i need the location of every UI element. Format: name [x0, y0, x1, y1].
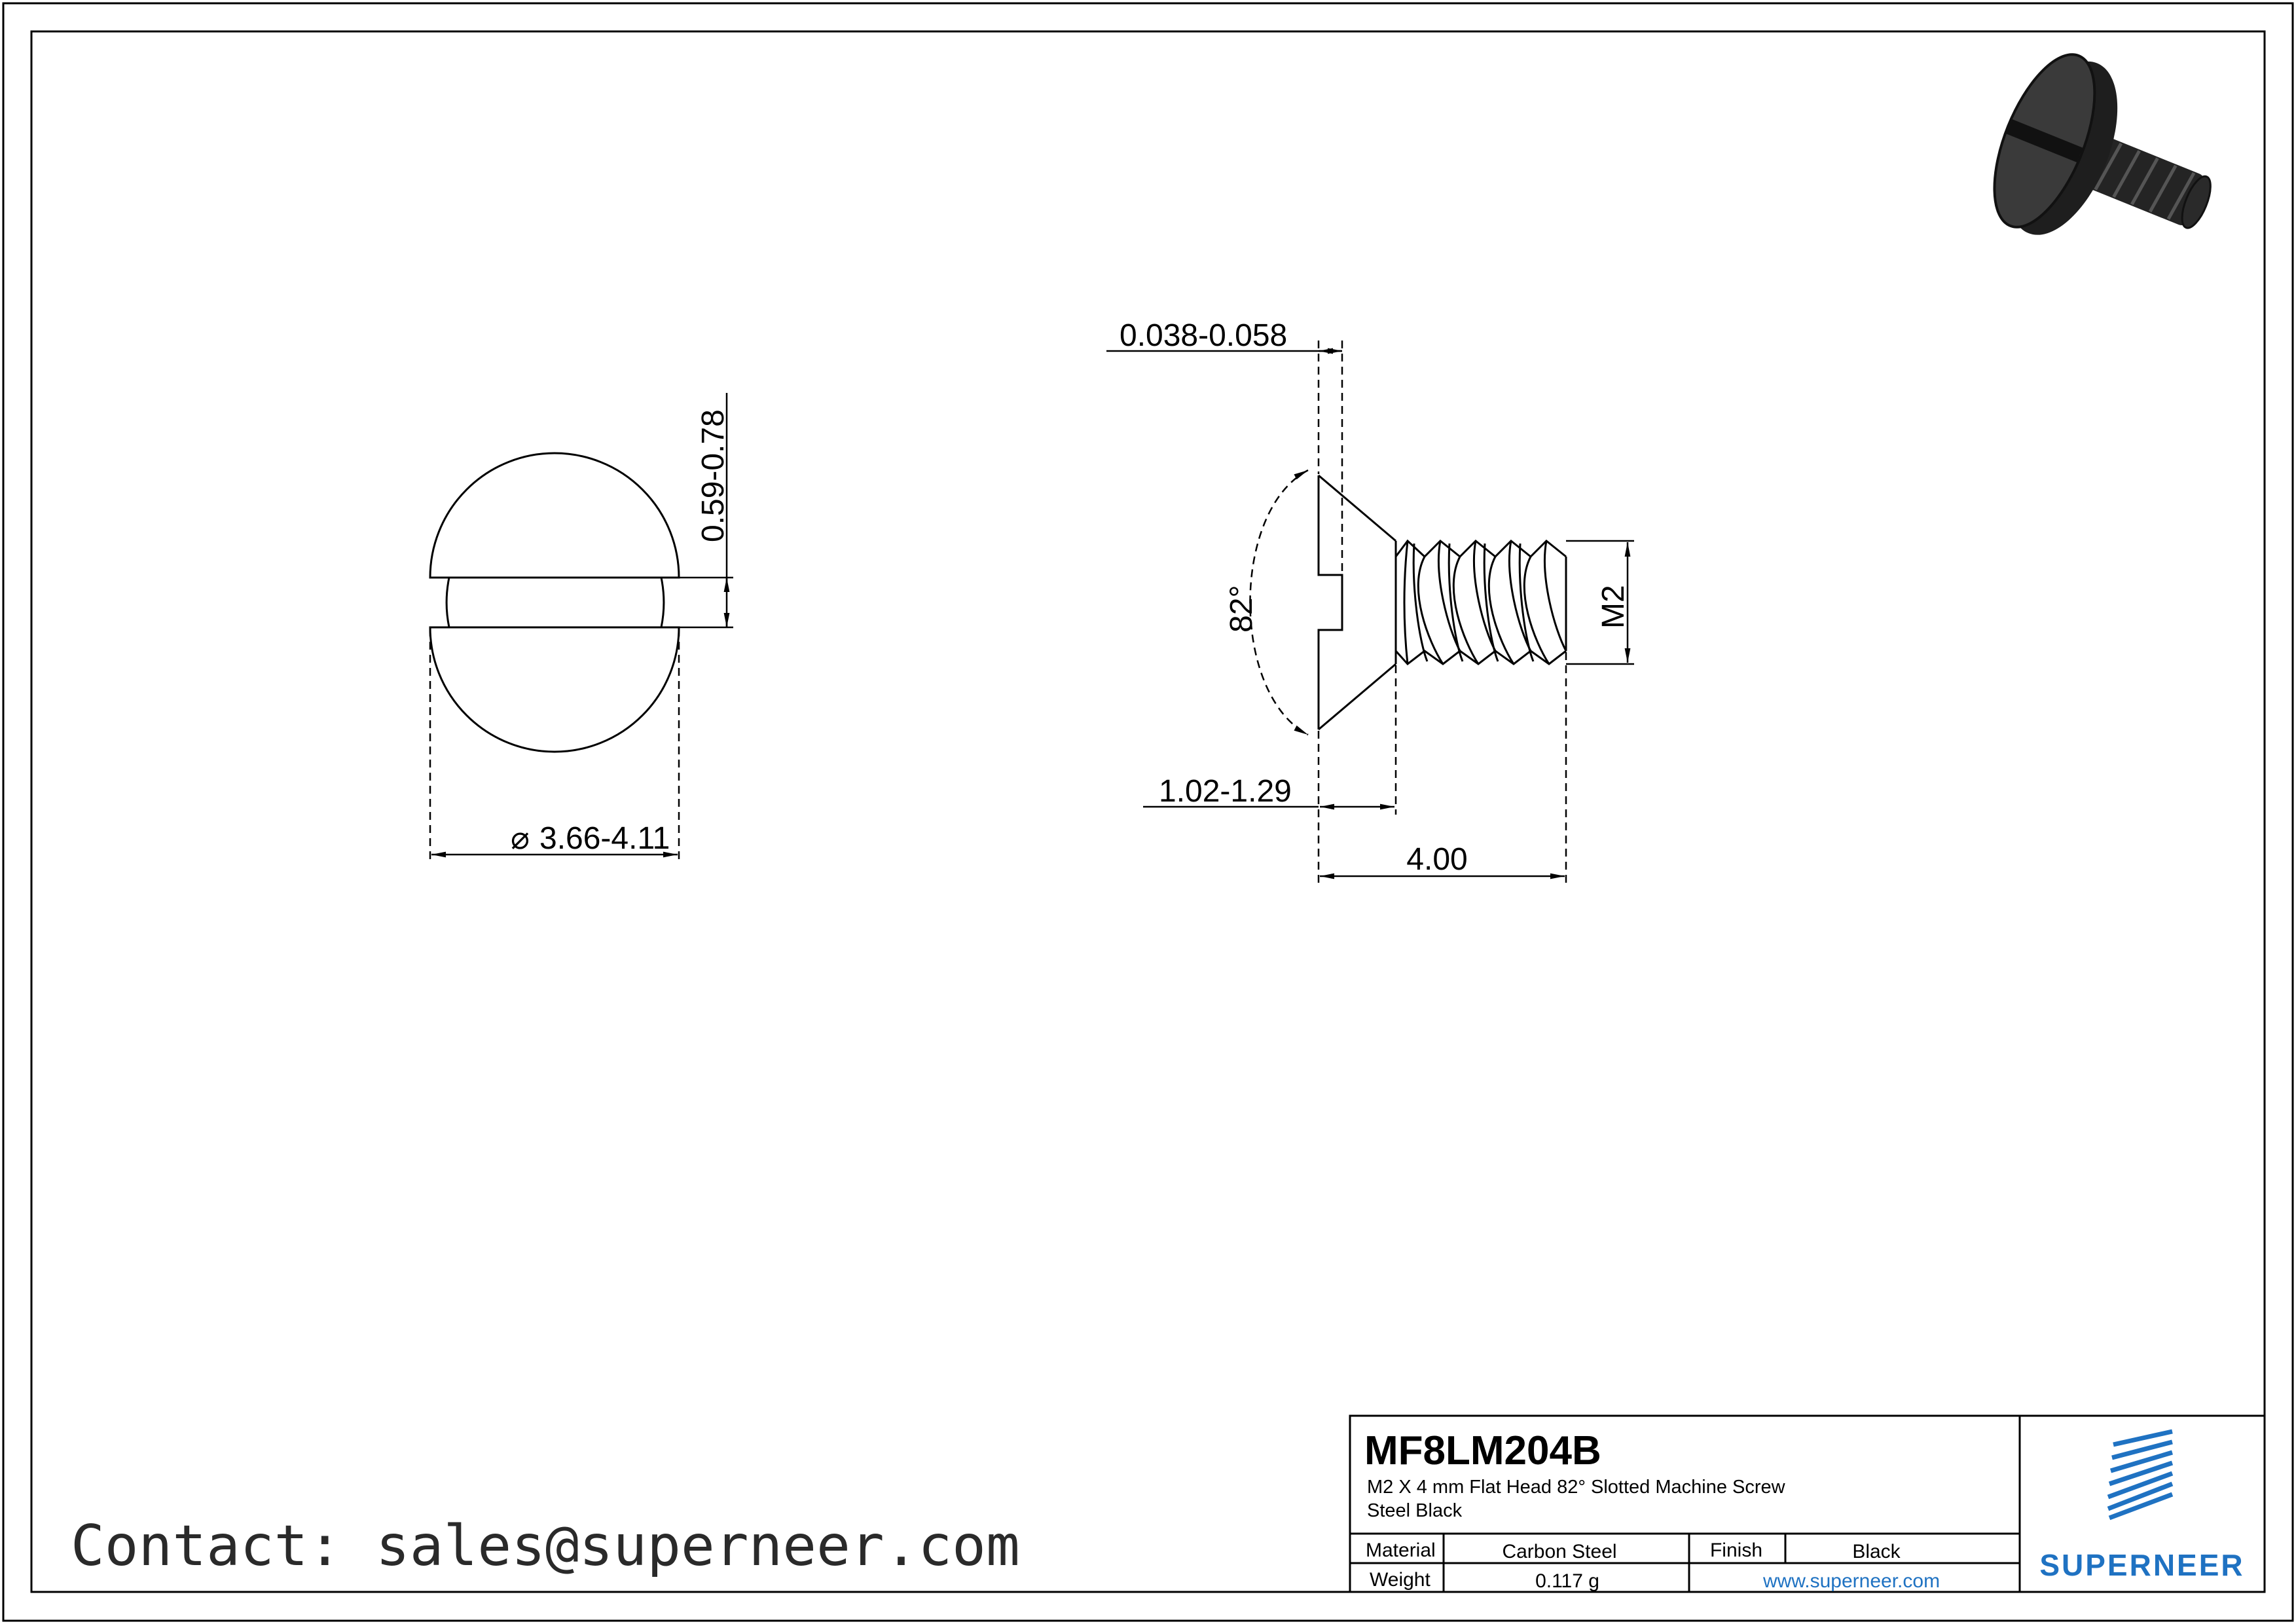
inner-border: [30, 30, 2266, 1593]
superneer-logo-icon: [2107, 1429, 2174, 1521]
weight-value: 0.117 g: [1535, 1570, 1599, 1592]
website-link[interactable]: www.superneer.com: [1762, 1570, 1940, 1592]
material-label: Material: [1366, 1540, 1436, 1561]
head-edge-dimension: [1106, 341, 1343, 574]
part-number: MF8LM204B: [1364, 1428, 1601, 1473]
length-dimension: [1320, 652, 1567, 884]
finish-label: Finish: [1710, 1540, 1762, 1561]
thread-dimension: [1566, 540, 1634, 665]
length-label: 4.00: [1406, 842, 1467, 877]
head-diameter-label: 3.66-4.11: [539, 821, 670, 856]
head-height-label: 1.02-1.29: [1159, 774, 1292, 809]
head-top-view: [429, 452, 680, 753]
brand-name: SUPERNEER: [2039, 1548, 2244, 1582]
head-diameter-dimension: [429, 629, 680, 863]
title-block: [1349, 1414, 2266, 1593]
head-height-dimension: [1143, 665, 1397, 884]
slot-width-dimension: [679, 393, 733, 629]
slot-width-label: 0.59-0.78: [696, 409, 731, 542]
head-edge-label: 0.038-0.058: [1120, 318, 1287, 353]
screw-3d-render: [1993, 53, 2212, 235]
diameter-symbol: ⌀: [511, 821, 530, 856]
thread-label: M2: [1596, 585, 1631, 629]
part-description: M2 X 4 mm Flat Head 82° Slotted Machine …: [1367, 1477, 1786, 1498]
angle-label: 82°: [1224, 585, 1259, 633]
contact-email[interactable]: Contact: sales@superneer.com: [71, 1513, 1020, 1579]
material-value: Carbon Steel: [1502, 1541, 1616, 1562]
screw-side-view: [1317, 474, 1567, 731]
part-subtitle: Steel Black: [1367, 1500, 1463, 1521]
finish-value: Black: [1852, 1541, 1901, 1562]
weight-label: Weight: [1370, 1569, 1430, 1591]
angle-arc: [1249, 469, 1309, 736]
